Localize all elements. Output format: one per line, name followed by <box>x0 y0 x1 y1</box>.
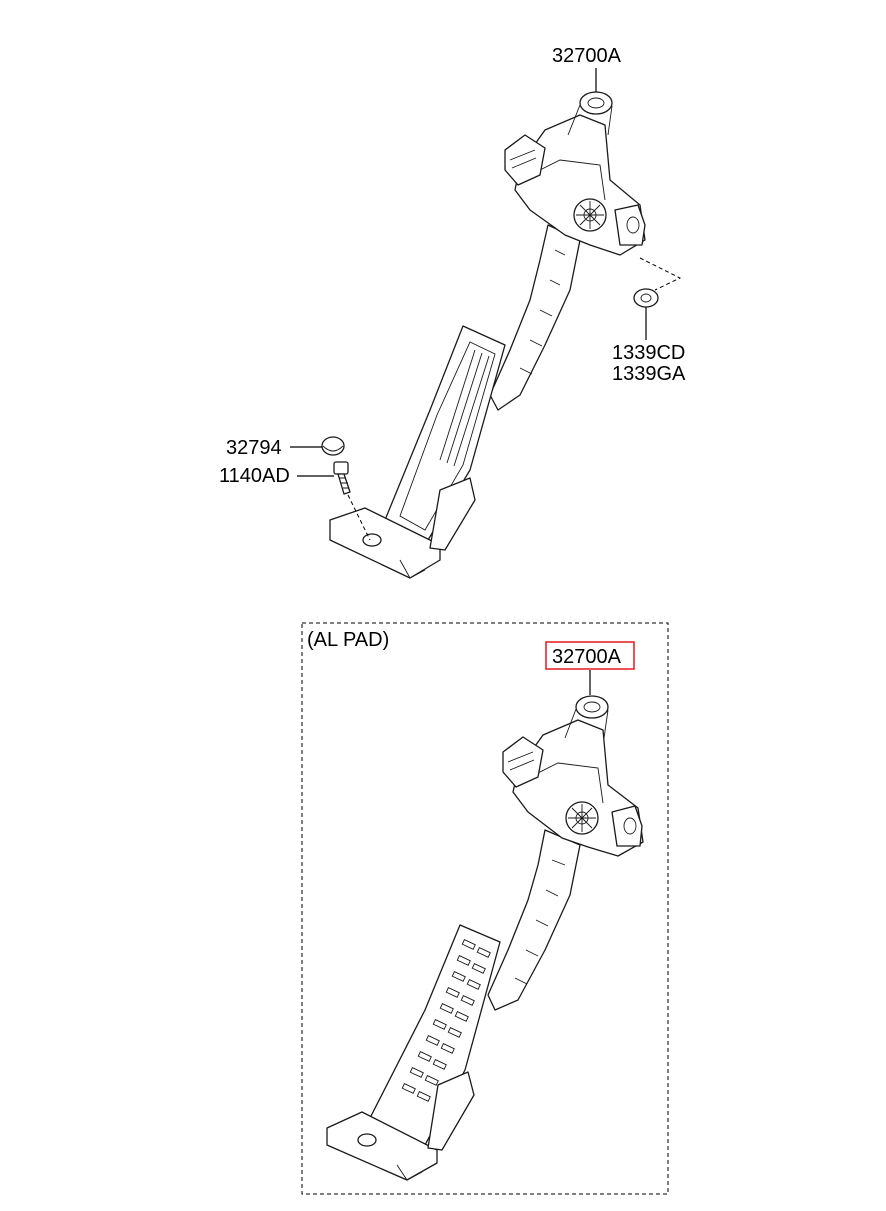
accelerator-pedal-assembly-al-pad <box>326 695 644 1181</box>
callout-nut-line2: 1339GA <box>612 363 686 385</box>
highlight-box <box>545 641 635 670</box>
accelerator-pedal-assembly-top <box>329 91 646 579</box>
variant-frame <box>301 622 669 1195</box>
al-pad-slots <box>401 939 491 1102</box>
variant-title: (AL PAD) <box>307 629 389 651</box>
callout-bolt: 1140AD <box>219 465 290 487</box>
callout-nut-line1: 1339CD <box>612 342 685 364</box>
stopper-part <box>321 436 345 456</box>
nut-part <box>633 257 682 308</box>
callout-top-assembly: 32700A <box>552 45 622 67</box>
callout-variant-assembly: 32700A <box>552 646 622 668</box>
callout-stopper: 32794 <box>226 437 282 459</box>
bolt-part <box>333 461 371 541</box>
